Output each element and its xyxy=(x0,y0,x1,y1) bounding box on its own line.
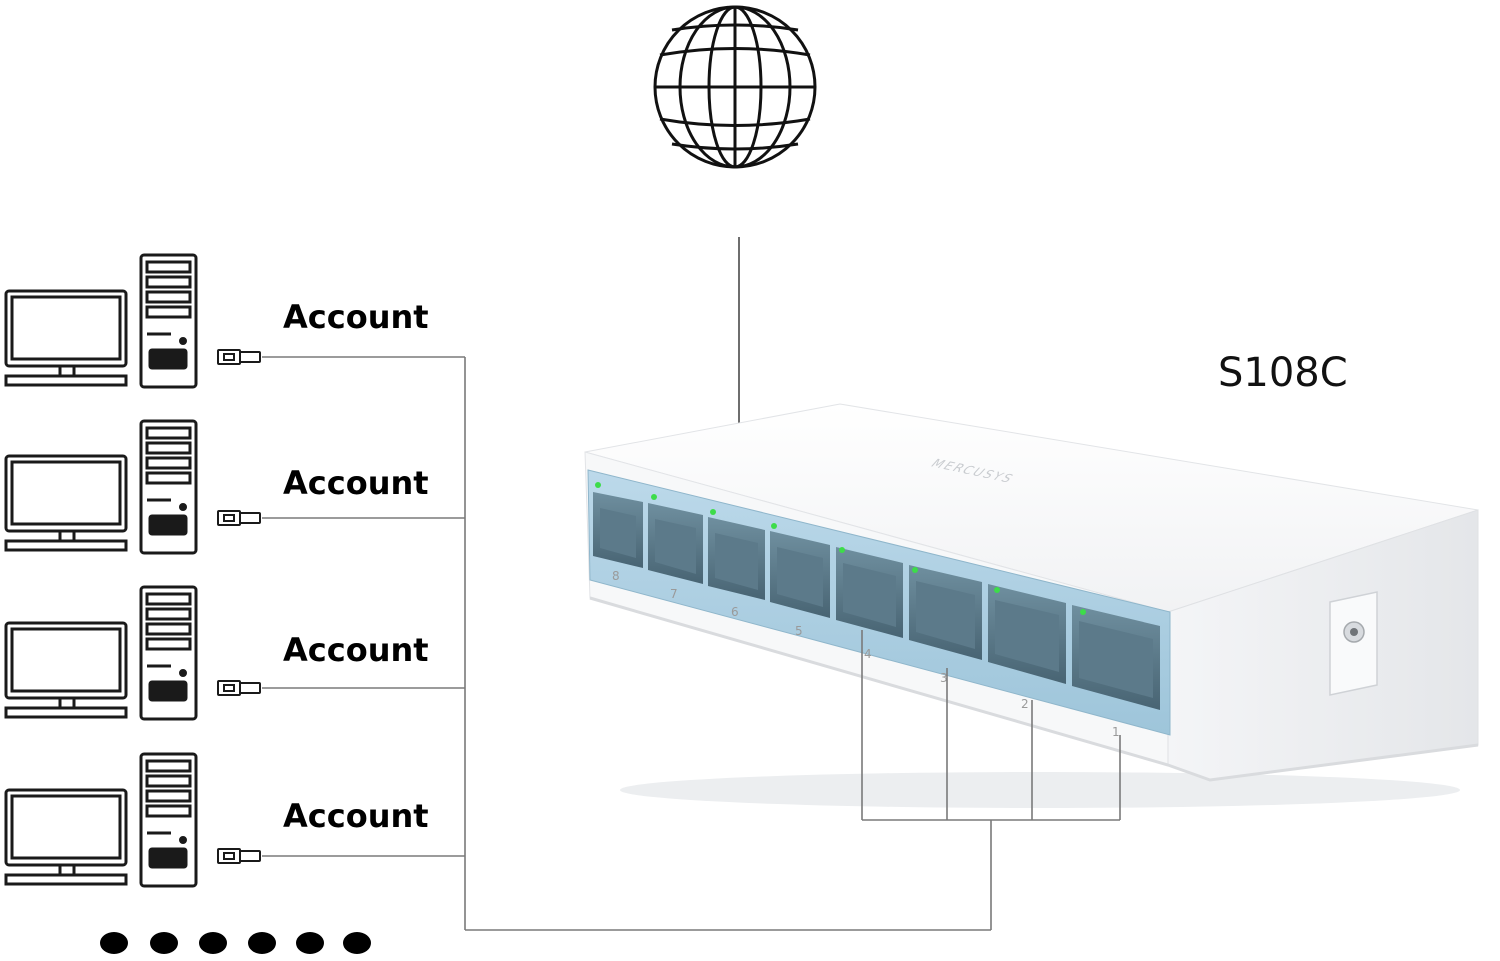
tower-pc-icon xyxy=(139,585,198,721)
rj45-port-6 xyxy=(708,509,765,600)
ethernet-plug-icon xyxy=(217,848,261,864)
rj45-port-8 xyxy=(593,482,643,568)
port-label-5: 5 xyxy=(795,624,803,638)
monitor-icon xyxy=(4,621,128,719)
client-2: Account xyxy=(4,419,429,555)
ethernet-plug-icon xyxy=(217,680,261,696)
power-jack-icon xyxy=(1329,591,1378,696)
monitor-icon xyxy=(4,289,128,387)
ethernet-plug-icon xyxy=(217,510,261,526)
rj45-port-7 xyxy=(648,494,703,584)
rj45-ports xyxy=(593,482,1160,710)
tower-pc-icon xyxy=(139,253,198,389)
globe-icon xyxy=(653,5,817,169)
rj45-port-2 xyxy=(988,584,1066,684)
rj45-port-3 xyxy=(909,565,982,660)
monitor-icon xyxy=(4,788,128,886)
rj45-port-4 xyxy=(836,547,903,638)
client-1: Account xyxy=(4,253,429,389)
more-clients-dots xyxy=(100,932,371,954)
monitor-icon xyxy=(4,454,128,552)
client-3: Account xyxy=(4,585,429,721)
client-4: Account xyxy=(4,752,429,888)
port-label-8: 8 xyxy=(612,569,620,583)
client-label: Account xyxy=(283,464,429,502)
port-label-2: 2 xyxy=(1021,697,1029,711)
rj45-port-5 xyxy=(770,523,830,618)
port-label-4: 4 xyxy=(864,647,872,661)
port-label-3: 3 xyxy=(940,671,948,685)
port-label-7: 7 xyxy=(670,587,678,601)
cable-lines xyxy=(262,356,1121,931)
rj45-port-1 xyxy=(1072,605,1160,710)
port-label-1: 1 xyxy=(1112,725,1120,739)
client-label: Account xyxy=(283,797,429,835)
switch-model-label: S108C xyxy=(1218,350,1348,396)
client-label: Account xyxy=(283,631,429,669)
ethernet-plug-icon xyxy=(217,349,261,365)
client-label: Account xyxy=(283,298,429,336)
network-switch: MERCUSYS xyxy=(584,403,1479,808)
tower-pc-icon xyxy=(139,752,198,888)
port-label-6: 6 xyxy=(731,605,739,619)
tower-pc-icon xyxy=(139,419,198,555)
